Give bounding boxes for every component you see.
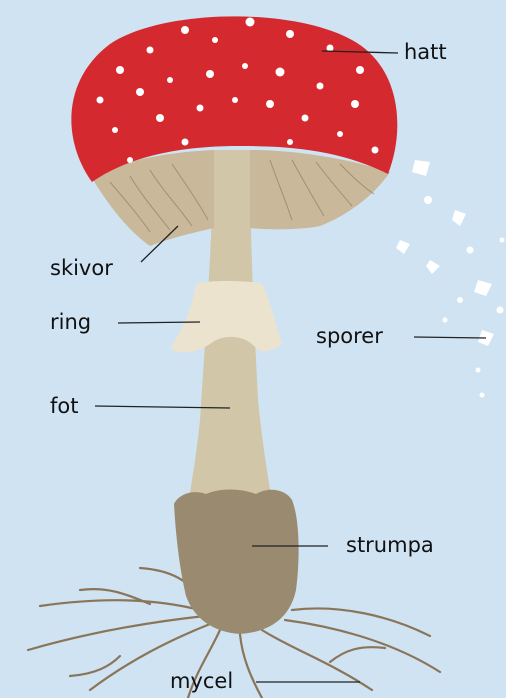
label-strumpa: strumpa [346,535,434,556]
label-mycel: mycel [170,671,233,692]
label-fot: fot [50,396,78,417]
label-skivor: skivor [50,258,113,279]
label-ring: ring [50,312,91,333]
spores [396,160,505,398]
volva [174,490,299,635]
label-sporer: sporer [316,326,383,347]
label-hatt: hatt [404,42,447,63]
